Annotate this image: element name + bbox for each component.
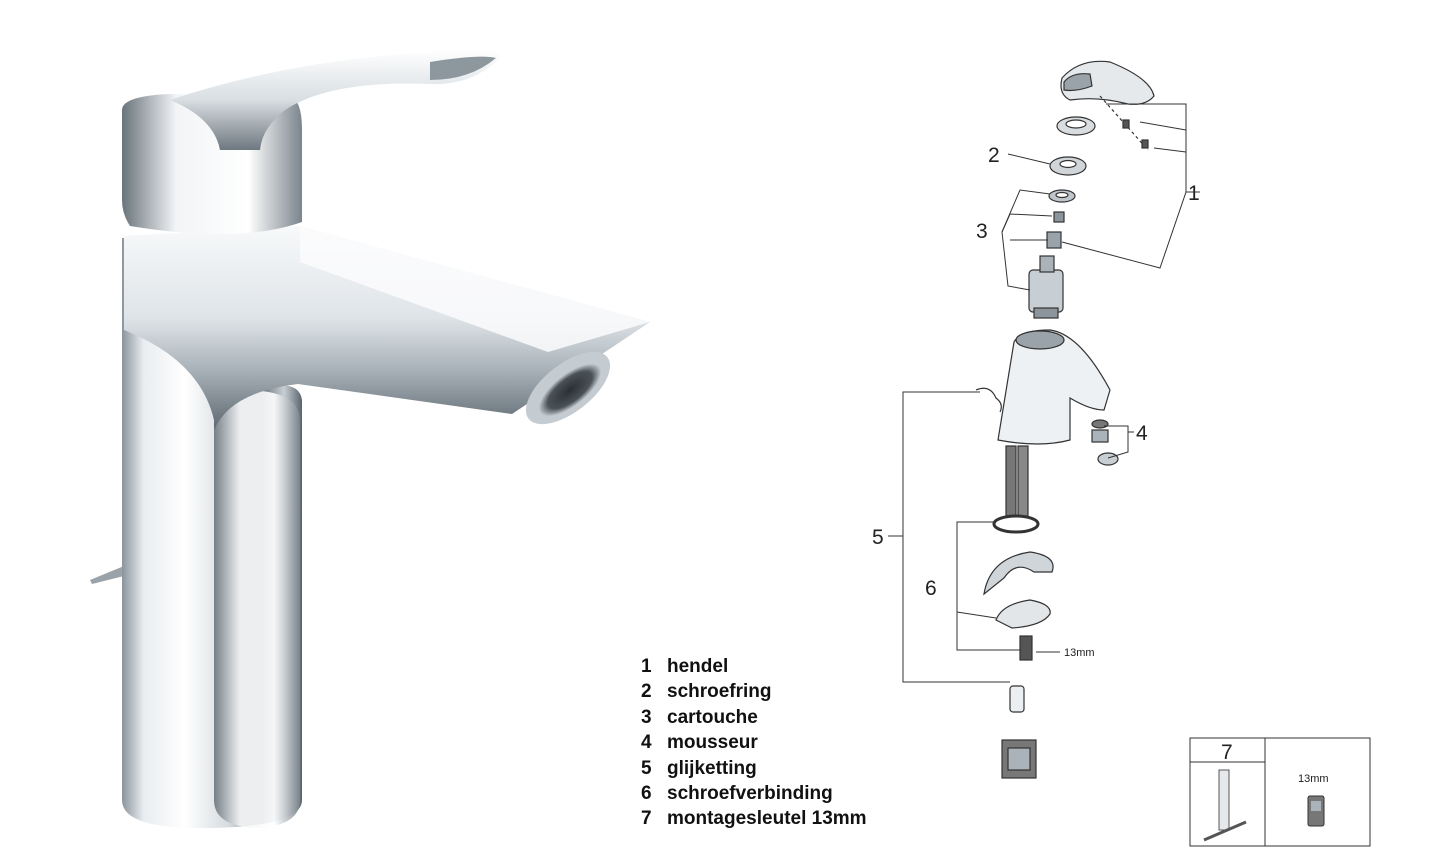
legend-label: mousseur [667,732,758,754]
kit-box-number: 7 [1221,741,1233,764]
legend-label: schroefring [667,681,772,703]
legend-label: hendel [667,656,729,677]
part-aerator [1097,452,1119,466]
part-hoses [1005,445,1017,517]
legend-item: 7 montagesleutel 13mm [641,806,941,831]
legend-label: cartouche [667,706,758,728]
callout-3: 3 [976,220,988,243]
callout-4: 4 [1136,422,1148,445]
callouts: 1 2 3 4 5 6 13mm [872,144,1200,659]
legend-item: 2 schroefring [641,679,941,704]
callout-2: 2 [988,144,1000,167]
legend-number: 4 [641,732,652,754]
part-body [997,329,1111,445]
legend-item: 5 glijketting [641,756,941,781]
legend-label: glijketting [667,757,757,779]
faucet-spout [124,226,650,430]
part-oring [992,514,1040,534]
part-handle [1060,60,1155,105]
part-cartridge [1028,269,1064,313]
callout-5: 5 [872,526,884,549]
part-plate [995,599,1051,629]
wrench-icon [1218,769,1230,831]
legend-item: 1 hendel [641,654,941,679]
legend-number: 5 [641,757,652,779]
legend-label: montagesleutel 13mm [667,808,867,830]
faucet-illustration [90,50,650,828]
legend-number: 2 [641,681,652,703]
legend-number: 1 [641,656,652,677]
kit-box: 7 13mm [1189,737,1371,847]
legend-item: 4 mousseur [641,730,941,755]
callout-1: 1 [1188,182,1200,205]
part-washer [983,551,1054,596]
exploded-view [975,60,1155,779]
legend-number: 7 [641,808,652,830]
leader-lines [888,103,1200,683]
kit-box-size-label: 13mm [1298,773,1329,785]
wrench-size-label: 13mm [1064,647,1095,659]
legend-item: 6 schroefverbinding [641,781,941,806]
legend-label: schroefverbinding [667,782,833,804]
callout-6: 6 [925,577,937,600]
legend-item: 3 cartouche [641,705,941,730]
popup-rod [90,566,124,584]
handle-lever [170,50,500,150]
legend-number: 6 [641,782,652,804]
parts-legend: 1 hendel 2 schroefring 3 cartouche 4 mousseu… [641,654,941,832]
legend-number: 3 [641,706,652,728]
